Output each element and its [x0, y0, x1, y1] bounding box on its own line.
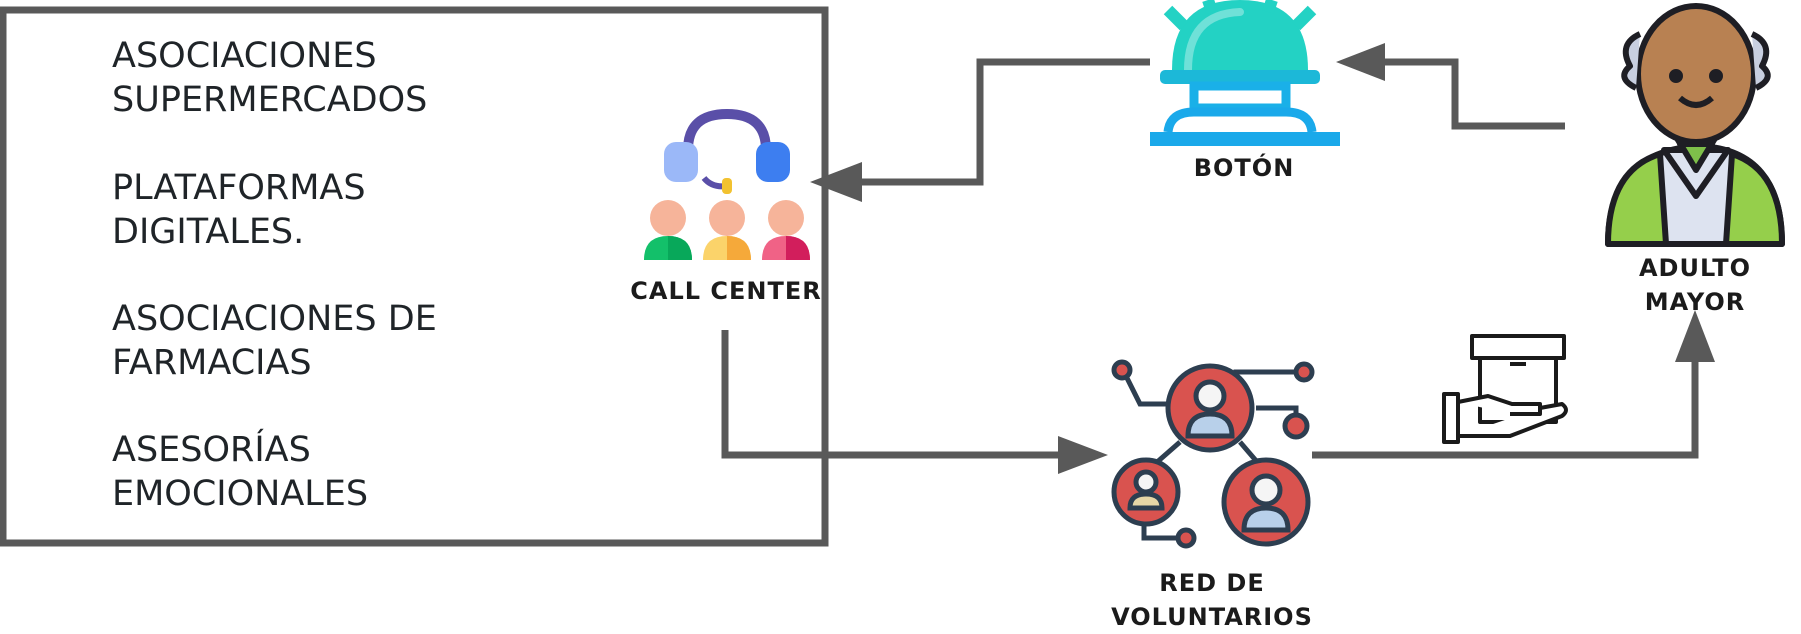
- boton-label: BOTÓN: [1193, 154, 1295, 182]
- call-center-label: CALL CENTER: [630, 277, 822, 305]
- service-asesorias: ASESORÍAS EMOCIONALES: [112, 430, 369, 514]
- service-plataformas: PLATAFORMAS DIGITALES.: [112, 168, 366, 252]
- elderly-man-icon: [1605, 3, 1785, 247]
- service-supermercados: ASOCIACIONES SUPERMERCADOS: [112, 36, 428, 120]
- volunteer-network-icon: [1111, 359, 1315, 549]
- service-farmacias: ASOCIACIONES DE FARMACIAS: [112, 299, 437, 383]
- red-voluntarios-label: RED DE VOLUNTARIOS: [1111, 569, 1313, 631]
- arrow-callcenter-to-red: [721, 330, 1108, 474]
- adulto-mayor-label: ADULTO MAYOR: [1638, 254, 1752, 316]
- arrow-red-to-adulto: [1312, 310, 1715, 459]
- hand-box-delivery-icon: [1442, 334, 1568, 444]
- services-frame: [0, 6, 829, 547]
- call-center-icon: [644, 108, 810, 260]
- service-bell-icon: [1150, 0, 1340, 146]
- arrow-adulto-to-boton: [1336, 43, 1565, 130]
- arrow-boton-to-callcenter: [810, 58, 1150, 202]
